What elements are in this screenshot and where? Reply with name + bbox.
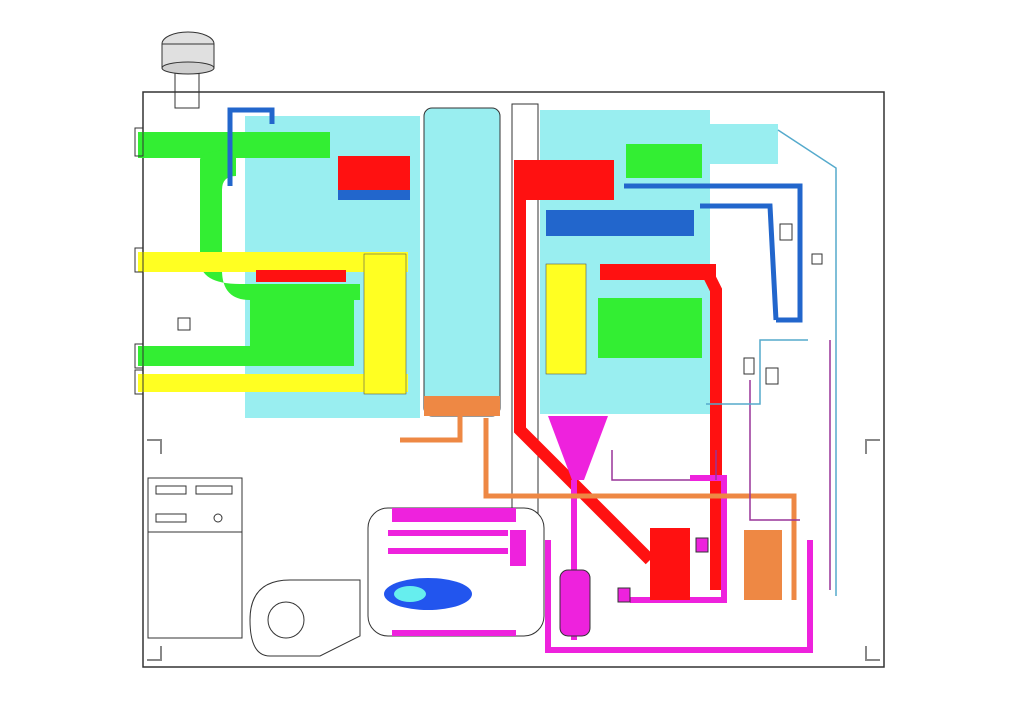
pump-icon xyxy=(617,537,709,603)
red-header-left xyxy=(256,270,346,282)
orange-pipes xyxy=(400,414,797,600)
burner-assembly xyxy=(367,507,545,637)
yellow-tube-bank-left xyxy=(363,253,407,395)
control-panel-icon xyxy=(147,477,243,639)
central-combustion-column xyxy=(423,107,501,417)
valve-icon xyxy=(177,223,823,385)
purple-control-lines xyxy=(611,340,831,590)
vent-cap-icon xyxy=(161,31,215,109)
blue-pipes xyxy=(227,107,803,323)
green-tube-cluster-top-right xyxy=(626,144,702,178)
yellow-tube-bank-right xyxy=(545,263,587,375)
separator-tank-icon xyxy=(559,569,591,637)
burner-flame-icon xyxy=(384,578,472,610)
red-heat-exchanger xyxy=(650,528,690,600)
blue-distributor xyxy=(546,210,694,236)
orange-heat-exchanger xyxy=(744,530,782,600)
hopper-funnel xyxy=(548,416,608,480)
fan-housing-icon xyxy=(249,579,361,657)
green-tube-cluster-right xyxy=(598,298,702,358)
cyan-sensor-lines xyxy=(706,129,837,596)
corner-bracket-marks xyxy=(147,439,880,661)
yellow-water-pipes xyxy=(138,252,408,392)
green-tube-cluster-left xyxy=(250,290,354,356)
